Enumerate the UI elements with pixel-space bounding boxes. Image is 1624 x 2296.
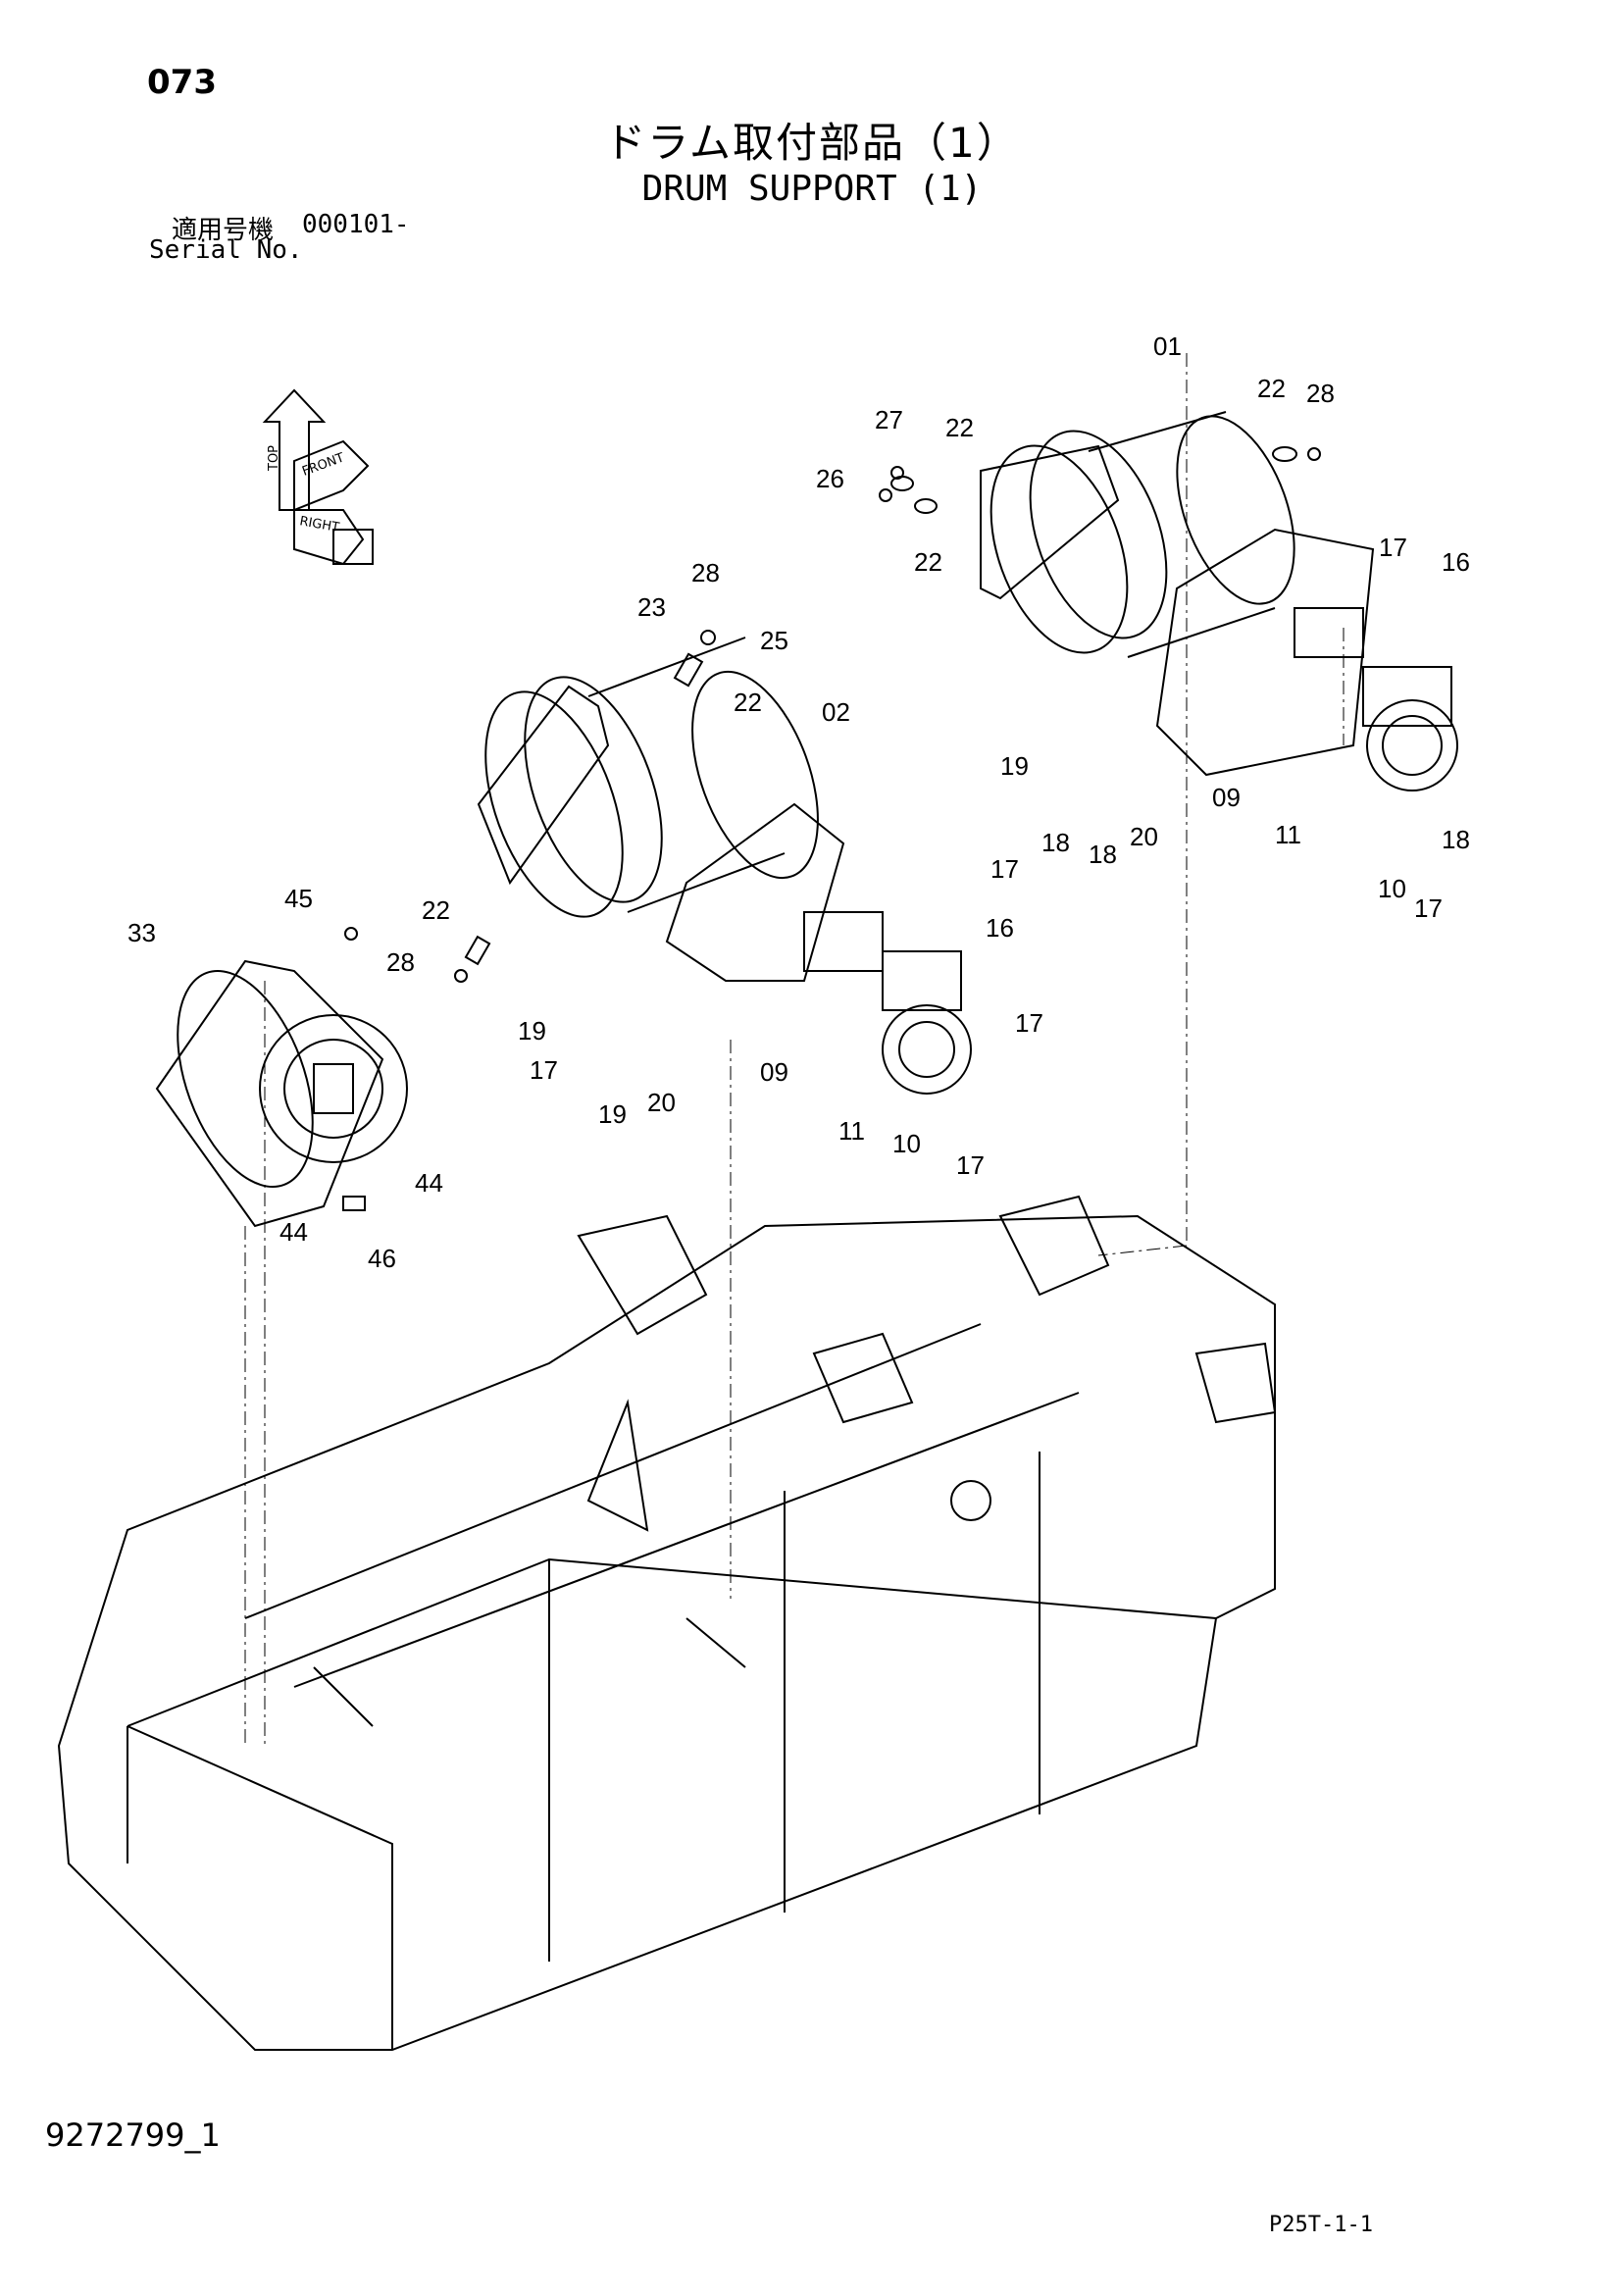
callout-17-middle-bottom: 17 bbox=[956, 1150, 985, 1180]
page-title-english: DRUM SUPPORT (1) bbox=[641, 169, 983, 209]
serial-label-japanese: 適用号機 bbox=[172, 216, 275, 245]
callout-28-top-right: 28 bbox=[1306, 379, 1335, 408]
callout-18-right-3: 18 bbox=[1442, 825, 1470, 854]
callout-19-left-top: 19 bbox=[518, 1016, 546, 1046]
callout-25: 25 bbox=[760, 626, 788, 655]
callout-17-middle-top: 17 bbox=[990, 854, 1019, 884]
callout-10-right: 10 bbox=[1378, 874, 1406, 903]
callout-02: 02 bbox=[822, 697, 850, 727]
base-frame bbox=[57, 1195, 1277, 2051]
callout-09-right: 09 bbox=[1212, 783, 1241, 812]
leader-lines bbox=[244, 353, 1345, 1746]
page-code: P25T-1-1 bbox=[1269, 2213, 1373, 2237]
callout-20-right: 20 bbox=[1130, 822, 1158, 851]
callout-22-left: 22 bbox=[422, 895, 450, 925]
callout-22-middle: 22 bbox=[734, 688, 762, 717]
page-title-japanese: ドラム取付部品（1） bbox=[604, 119, 1020, 167]
callout-16-middle: 16 bbox=[986, 913, 1014, 943]
orientation-icon: TOP FRONT RIGHT bbox=[262, 388, 374, 566]
callout-46: 46 bbox=[368, 1244, 396, 1273]
callout-11-right: 11 bbox=[1275, 820, 1301, 849]
callout-44-right: 44 bbox=[415, 1168, 443, 1198]
callout-33: 33 bbox=[127, 918, 156, 947]
callout-18-right-2: 18 bbox=[1089, 840, 1117, 869]
small-parts bbox=[342, 446, 1321, 1211]
callout-18-right-1: 18 bbox=[1041, 828, 1070, 857]
drum-33-assembly bbox=[155, 959, 408, 1228]
callout-17-right-bottom: 17 bbox=[1414, 893, 1443, 923]
callout-19-right: 19 bbox=[1000, 751, 1029, 781]
callout-17-middle-right: 17 bbox=[1015, 1008, 1043, 1038]
callout-28-left: 28 bbox=[386, 947, 415, 977]
callout-19-left-bottom: 19 bbox=[598, 1099, 627, 1129]
callout-45: 45 bbox=[284, 884, 313, 913]
callout-16-right: 16 bbox=[1442, 547, 1470, 577]
callout-17-right-top: 17 bbox=[1379, 533, 1407, 562]
callout-22-top-right: 22 bbox=[1257, 374, 1286, 403]
serial-number-value: 000101- bbox=[302, 210, 410, 239]
callout-23: 23 bbox=[637, 592, 666, 622]
callout-20-left: 20 bbox=[647, 1088, 676, 1117]
serial-label-english: Serial No. bbox=[149, 235, 303, 265]
callout-labels: 01 02 33 45 09 09 10 10 11 11 16 16 17 1… bbox=[127, 332, 1470, 1273]
callout-11-middle: 11 bbox=[838, 1116, 865, 1146]
callout-27: 27 bbox=[875, 405, 903, 434]
drawing-number: 9272799_1 bbox=[45, 2117, 221, 2154]
callout-10-middle: 10 bbox=[892, 1129, 921, 1158]
callout-01: 01 bbox=[1153, 332, 1182, 361]
callout-44-left: 44 bbox=[279, 1217, 308, 1247]
drum-01-assembly bbox=[980, 411, 1458, 791]
orientation-right-label: RIGHT bbox=[298, 514, 340, 536]
callout-28-middle: 28 bbox=[691, 558, 720, 587]
callout-22-top: 22 bbox=[945, 413, 974, 442]
page-number: 073 bbox=[147, 63, 217, 102]
callout-17-left: 17 bbox=[530, 1055, 558, 1085]
callout-26: 26 bbox=[816, 464, 844, 493]
callout-22-top-lower: 22 bbox=[914, 547, 942, 577]
callout-09-middle: 09 bbox=[760, 1057, 788, 1087]
orientation-top-label: TOP bbox=[267, 445, 281, 472]
drum-02-assembly bbox=[477, 637, 972, 1095]
